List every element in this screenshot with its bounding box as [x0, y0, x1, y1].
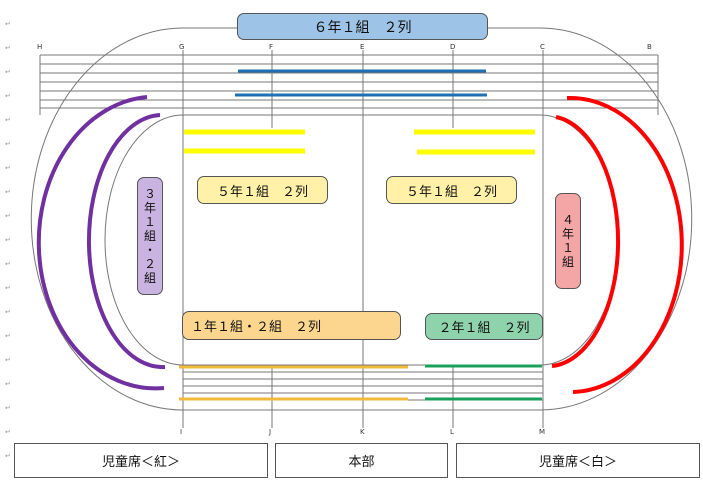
grade3-char: 組 [143, 229, 156, 243]
grade5-right-label: ５年１組 ２列 [405, 184, 497, 200]
marker-f: F [269, 43, 274, 51]
purple-arc-inner [86, 113, 166, 370]
grade3-char: １ [143, 215, 156, 229]
grade2-label: ２年１組 ２列 [438, 321, 530, 336]
grade4-char: 組 [561, 255, 574, 269]
seat-white-box: 児童席＜白＞ [456, 443, 700, 478]
grade3-char: ２ [143, 257, 156, 271]
marker-l: L [450, 428, 454, 436]
grade4-char: ４ [561, 213, 574, 227]
seat-honbu-label: 本部 [348, 455, 375, 470]
marker-lines [182, 50, 544, 428]
red-arc-outer [566, 95, 684, 394]
grade3-box: ３ 年 １ 組 ・ ２ 組 [137, 177, 163, 295]
seat-white-label: 児童席＜白＞ [538, 455, 617, 470]
grade4-char: １ [561, 241, 574, 255]
purple-arc-outer [36, 95, 165, 391]
outer-track-line [30, 27, 693, 411]
marker-i: I [180, 428, 183, 436]
marker-g: G [179, 43, 185, 51]
marker-k: K [360, 428, 365, 436]
top-lanes [39, 54, 659, 115]
marker-d: D [450, 43, 456, 51]
marker-j: J [269, 428, 272, 436]
seat-honbu-box: 本部 [275, 443, 448, 478]
grade6-label-box: ６年１組 ２列 [237, 13, 488, 40]
grade5-right-box: ５年１組 ２列 [386, 176, 517, 204]
grade3-char: ・ [143, 243, 156, 257]
marker-e: E [360, 43, 365, 51]
grade4-char: 年 [561, 227, 574, 241]
grade5-left-box: ５年１組 ２列 [197, 176, 328, 204]
grade2-box: ２年１組 ２列 [425, 313, 543, 340]
grade6-label: ６年１組 ２列 [313, 19, 412, 36]
seat-red-label: 児童席＜紅＞ [101, 455, 180, 470]
grade5-left-label: ５年１組 ２列 [216, 184, 308, 200]
grade1-box: １年１組・２組 ２列 [182, 311, 401, 340]
marker-h: H [37, 43, 43, 51]
grade3-char: 組 [143, 271, 156, 285]
marker-b: B [647, 43, 652, 51]
grade1-label: １年１組・２組 ２列 [191, 320, 322, 335]
grade3-char: ３ [143, 187, 156, 201]
grade3-char: 年 [143, 201, 156, 215]
red-arc-inner [551, 115, 621, 368]
marker-m: M [539, 428, 546, 436]
marker-c: C [540, 43, 545, 51]
seat-red-box: 児童席＜紅＞ [14, 443, 268, 478]
grade4-box: ４ 年 １ 組 [555, 193, 581, 289]
